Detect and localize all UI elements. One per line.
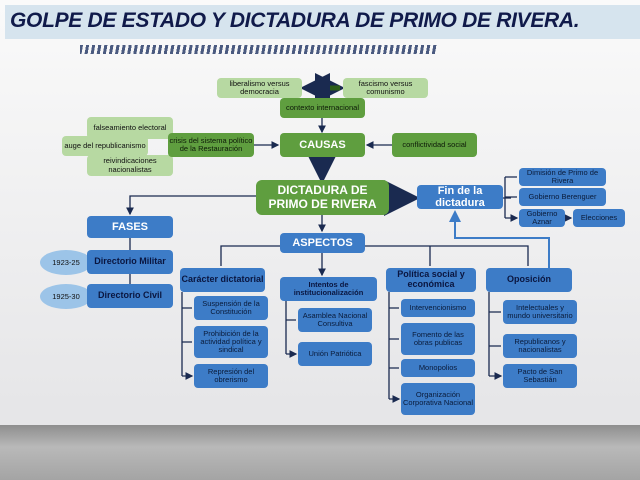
oposicion-node: Oposición xyxy=(486,268,572,292)
fase-years: 1925-30 xyxy=(40,284,92,309)
politica-item: Organización Corporativa Nacional xyxy=(401,383,475,415)
politica-node: Política social y económica xyxy=(386,268,476,292)
cause-contexto: contexto internacional xyxy=(280,98,365,118)
cause-conflictividad: conflictividad social xyxy=(392,133,477,157)
politica-item: Fomento de las obras publicas xyxy=(401,323,475,355)
fin-item: Dimisión de Primo de Rivera xyxy=(519,168,606,186)
oposicion-item: Intelectuales y mundo universitario xyxy=(503,300,577,324)
fase-item: Directorio Militar xyxy=(87,250,173,274)
central-node: DICTADURA DE PRIMO DE RIVERA xyxy=(256,180,389,215)
decorative-divider xyxy=(80,45,438,54)
oposicion-item: Republicanos y nacionalistas xyxy=(503,334,577,358)
intentos-item: Unión Patriótica xyxy=(298,342,372,366)
fase-item: Directorio Civil xyxy=(87,284,173,308)
aspectos-node: ASPECTOS xyxy=(280,233,365,253)
causas-node: CAUSAS xyxy=(280,133,365,157)
cause-crisis: crisis del sistema político de la Restau… xyxy=(168,133,254,157)
floor-background xyxy=(0,425,640,480)
caracter-item: Represión del obrerismo xyxy=(194,364,268,388)
caracter-item: Prohibición de la actividad política y s… xyxy=(194,326,268,358)
cause-auge: auge del republicanismo xyxy=(62,136,148,156)
fase-years: 1923-25 xyxy=(40,250,92,275)
fin-item: Elecciones xyxy=(573,209,625,227)
politica-item: Intervencionismo xyxy=(401,299,475,317)
fin-node: Fin de la dictadura xyxy=(417,185,503,209)
fin-item: Gobierno Berenguer xyxy=(519,188,606,206)
politica-item: Monopolios xyxy=(401,359,475,377)
cause-falseamiento: falseamiento electoral xyxy=(87,117,173,139)
cause-reivindicaciones: reivindicaciones nacionalistas xyxy=(87,155,173,176)
intentos-item: Asamblea Nacional Consultiva xyxy=(298,308,372,332)
fin-item: Gobierno Aznar xyxy=(519,209,565,227)
caracter-item: Suspensión de la Constitución xyxy=(194,296,268,320)
cause-fascismo: fascismo versus comunismo xyxy=(343,78,428,98)
caracter-node: Carácter dictatorial xyxy=(180,268,265,292)
cause-liberalismo: liberalismo versus democracia xyxy=(217,78,302,98)
intentos-node: Intentos de institucionalización xyxy=(280,277,377,301)
fases-node: FASES xyxy=(87,216,173,238)
title-bar xyxy=(5,5,640,39)
oposicion-item: Pacto de San Sebastián xyxy=(503,364,577,388)
page-title: GOLPE DE ESTADO Y DICTADURA DE PRIMO DE … xyxy=(10,9,580,32)
